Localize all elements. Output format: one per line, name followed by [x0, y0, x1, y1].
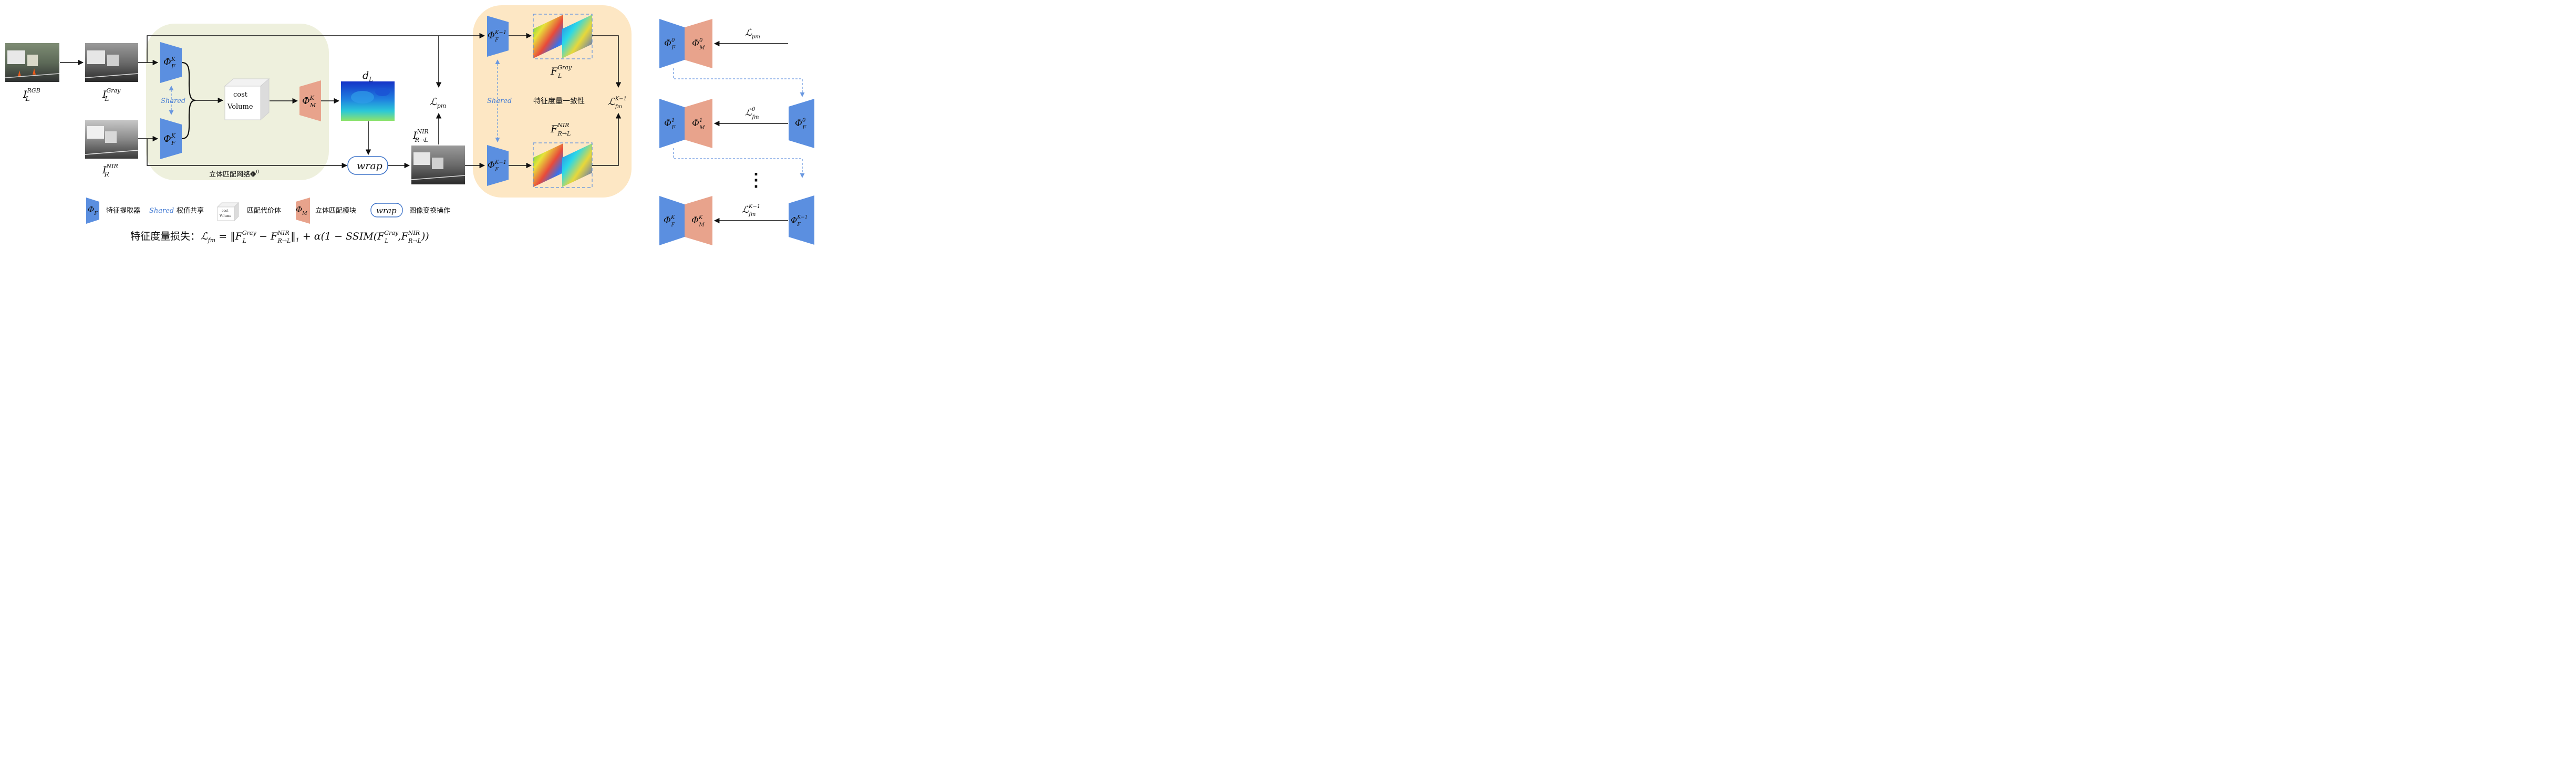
- phi-f-top-extractor: [160, 42, 182, 83]
- legend-shared-symbol: Shared: [149, 207, 174, 215]
- shared-label-stereo: Shared: [161, 97, 185, 105]
- stagek-teacher-phi-f: [789, 195, 814, 245]
- cost-volume-text-cost: cost: [233, 91, 248, 99]
- shared-label-feature: Shared: [487, 97, 512, 105]
- stagek-phi-m: [685, 196, 712, 245]
- svg-text:Volume: Volume: [219, 214, 232, 218]
- legend-phi-m-symbol: ΦM: [296, 205, 307, 216]
- stage1-phi-f: [659, 99, 685, 148]
- gray-left-image: [85, 43, 139, 82]
- feature-map-gray: [533, 14, 593, 59]
- cost-volume-cube: [224, 78, 270, 121]
- legend: ΦF 特征提取器 Shared 权值共享 cost Volume 匹配代价体 Φ…: [86, 198, 450, 224]
- legend-wrap-icon: [370, 203, 403, 217]
- nir-right-image: [85, 120, 139, 159]
- stage0-loss-pm-label: ℒpm: [745, 27, 760, 40]
- legend-wrap-symbol: wrap: [376, 206, 397, 215]
- legend-phi-f-symbol: ΦF: [88, 205, 98, 216]
- feature-consistency-title: 特征度量一致性: [533, 97, 585, 106]
- stereo-network-title: 立体匹配网络Φ0: [209, 170, 259, 179]
- wrap-operator: [347, 156, 388, 175]
- stage1-teacher-phi-f: [789, 99, 814, 148]
- stagek-phi-f: [659, 196, 685, 245]
- feature-map-nir: [533, 142, 593, 188]
- legend-feature-extractor: 特征提取器: [106, 206, 140, 215]
- legend-warp-op: 图像变换操作: [409, 206, 450, 215]
- wrap-label: wrap: [357, 160, 382, 172]
- phi-f-k1-bottom-extractor: [487, 145, 509, 186]
- legend-phi-f-icon: [86, 198, 99, 224]
- legend-cost-volume-icon: cost Volume: [216, 202, 240, 222]
- svg-text:cost: cost: [222, 209, 229, 213]
- phi-f-bottom-extractor: [160, 118, 182, 159]
- nir-warped-image: [411, 146, 465, 184]
- ellipsis-dots: ⋮: [747, 170, 765, 191]
- loss-pm-label: ℒpm: [430, 96, 446, 109]
- cost-volume-text-volume: Volume: [227, 103, 253, 111]
- label-d-l: dL: [363, 70, 373, 83]
- legend-matching-module: 立体匹配模块: [315, 207, 356, 215]
- stage0-phi-f: [659, 19, 685, 68]
- disparity-map: [341, 81, 395, 121]
- legend-shared-weight: 权值共享: [177, 206, 204, 215]
- phi-m-matching-module: [299, 80, 321, 121]
- rgb-left-image: [5, 43, 60, 82]
- flow-arrows: [60, 33, 788, 224]
- phi-f-k1-top-extractor: [487, 16, 509, 57]
- shared-arrows: [169, 59, 805, 178]
- legend-cost-volume: 匹配代价体: [247, 207, 281, 215]
- formula-prefix: 特征度量损失：: [130, 231, 200, 242]
- stage1-phi-m: [685, 99, 712, 148]
- stage0-phi-m: [685, 19, 712, 68]
- legend-phi-m-icon: [296, 198, 310, 224]
